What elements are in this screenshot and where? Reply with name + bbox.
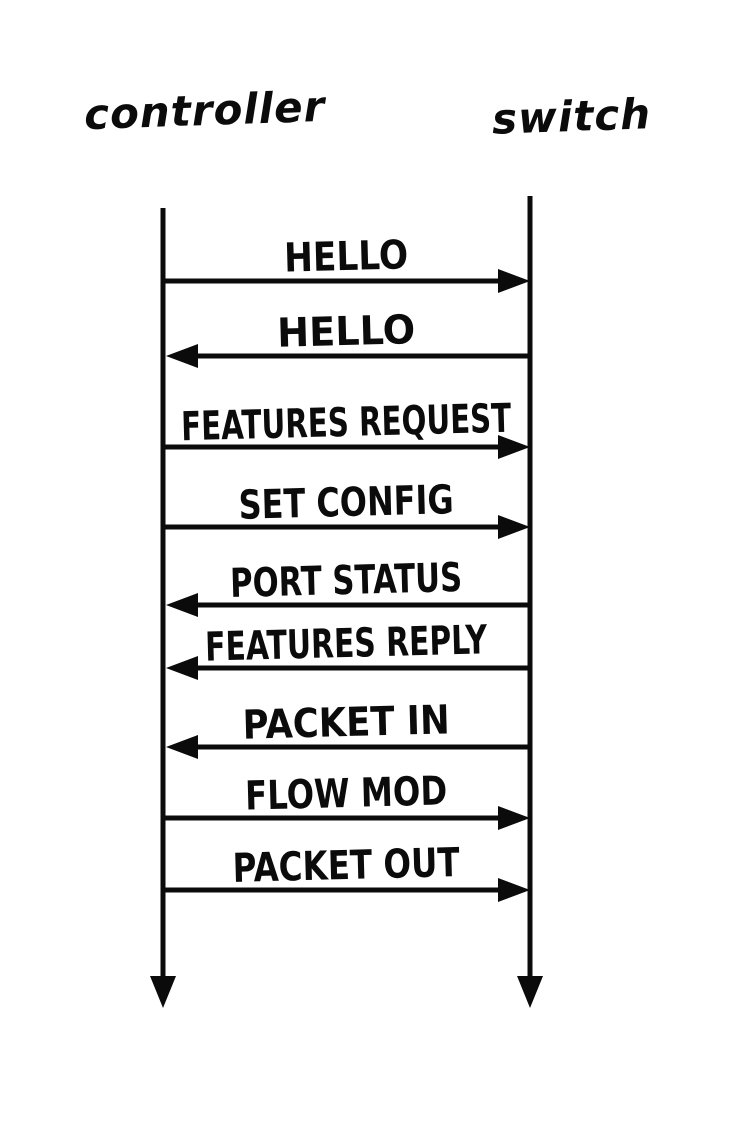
message-label-3: SET CONFIG [238, 477, 454, 529]
message-label-5: FEATURES REPLY [205, 617, 489, 670]
message-label-2: FEATURES REQUEST [181, 396, 513, 451]
message-arrowhead-2 [498, 435, 530, 459]
message-label-6: PACKET IN [242, 697, 450, 748]
message-label-1: HELLO [277, 307, 416, 357]
message-arrowhead-5 [166, 656, 198, 680]
lifeline-arrowhead-switch [517, 976, 543, 1008]
message-arrowhead-3 [498, 515, 530, 539]
message-label-7: FLOW MOD [245, 768, 448, 819]
lifeline-arrowhead-controller [150, 976, 176, 1008]
message-arrowhead-7 [498, 806, 530, 830]
message-label-8: PACKET OUT [232, 840, 461, 892]
message-arrowhead-1 [166, 344, 198, 368]
message-label-4: PORT STATUS [230, 555, 463, 607]
message-arrowhead-8 [498, 878, 530, 902]
message-arrowhead-4 [166, 593, 198, 617]
message-label-0: HELLO [284, 232, 409, 281]
message-arrowhead-0 [498, 269, 530, 293]
message-arrowhead-6 [166, 735, 198, 759]
